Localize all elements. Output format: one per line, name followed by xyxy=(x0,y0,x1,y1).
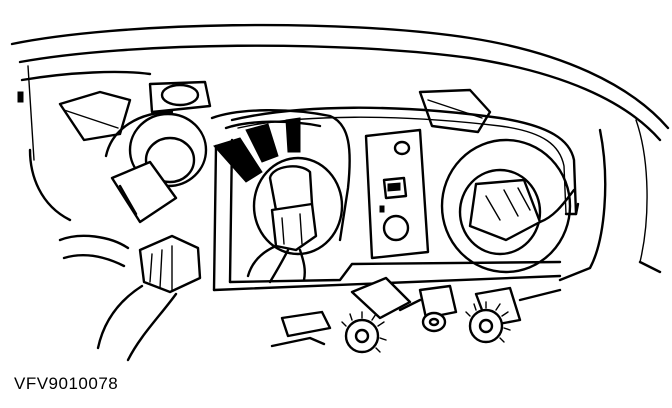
adjuster-mechanisms xyxy=(270,276,562,354)
action-arrow-marks xyxy=(213,117,301,183)
left-wiring-harness xyxy=(58,234,202,362)
bulb-holder xyxy=(246,165,318,284)
headlamp-housing xyxy=(10,23,670,282)
figure-reference-code: VFV9010078 xyxy=(14,374,119,393)
right-lamp-bowl xyxy=(440,138,576,274)
routed-wire xyxy=(230,106,580,216)
center-mounting-plate xyxy=(364,128,430,260)
left-lamp-socket xyxy=(104,110,208,224)
